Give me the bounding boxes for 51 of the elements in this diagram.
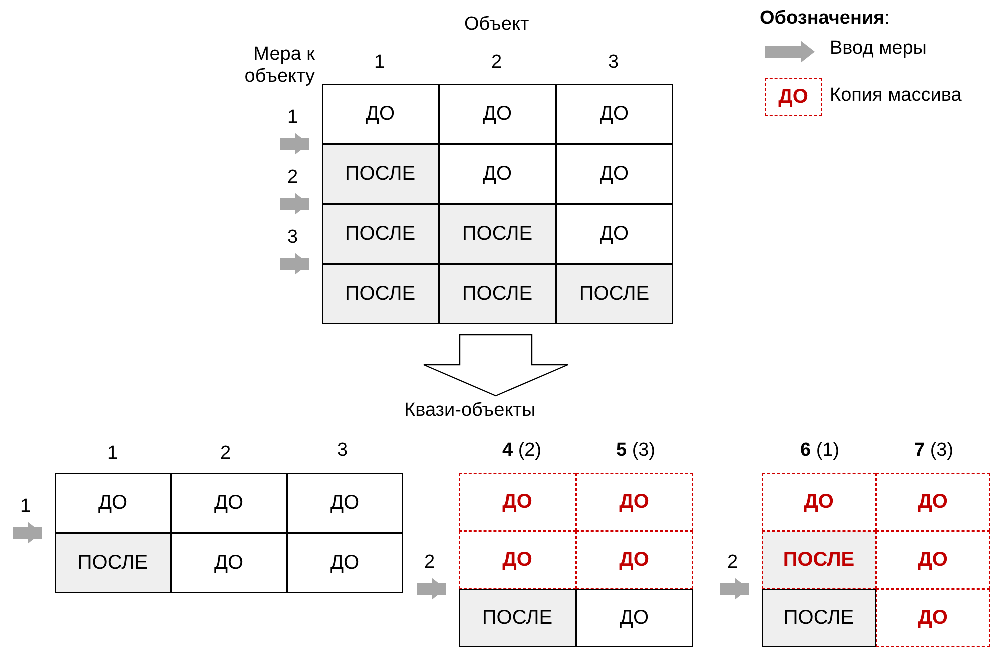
axis-title: Объект	[464, 14, 530, 36]
edge-label: 2	[424, 552, 436, 574]
column-number: 2	[492, 52, 502, 74]
axis-title: Мера к объекту	[244, 44, 315, 88]
edge-label: 2	[288, 167, 298, 189]
grid-cell: ДО	[55, 473, 171, 533]
grid-cell: ПОСЛЕ	[322, 264, 439, 324]
grid-cell: ДО	[171, 533, 287, 593]
legend-text: Ввод меры	[830, 38, 927, 60]
grid-cell: ДО	[459, 473, 576, 531]
column-number: 4 (2)	[502, 440, 542, 462]
edge-label: 3	[288, 227, 298, 249]
grid-cell: ДО	[439, 84, 556, 144]
grid-cell: ПОСЛЕ	[459, 589, 576, 647]
column-number: 5 (3)	[616, 440, 656, 462]
grid-cell: ПОСЛЕ	[439, 264, 556, 324]
edge-label: 1	[20, 496, 32, 518]
column-number: 2	[220, 443, 232, 465]
column-number: 1	[374, 52, 386, 74]
grid-cell: ДО	[556, 204, 673, 264]
edge-label: 2	[728, 552, 738, 574]
edge-label: 1	[288, 107, 298, 129]
grid-cell: ДО	[576, 531, 693, 589]
column-number: 1	[108, 443, 118, 465]
section-title: Квази-объекты	[404, 400, 536, 422]
grid-cell: ДО	[576, 473, 693, 531]
column-number: 3	[608, 52, 620, 74]
grid-cell: ПОСЛЕ	[762, 589, 876, 647]
legend-text: Копия массива	[830, 85, 962, 107]
grid-cell: ДО	[556, 84, 673, 144]
grid-cell: ДО	[876, 531, 990, 589]
legend-title: Обозначения:	[760, 8, 890, 30]
grid-cell: ДО	[439, 144, 556, 204]
column-number: 3	[338, 440, 348, 462]
grid-cell: ПОСЛЕ	[762, 531, 876, 589]
grid-cell: ПОСЛЕ	[322, 144, 439, 204]
grid-cell: ПОСЛЕ	[55, 533, 171, 593]
column-number: 7 (3)	[914, 440, 954, 462]
grid-cell: ПОСЛЕ	[322, 204, 439, 264]
grid-cell: ДО	[876, 473, 990, 531]
grid-cell: ДО	[322, 84, 439, 144]
grid-cell: ДО	[576, 589, 693, 647]
grid-cell: ДО	[287, 473, 403, 533]
legend-sample-box: ДО	[765, 78, 822, 116]
grid-cell: ПОСЛЕ	[439, 204, 556, 264]
grid-cell: ДО	[287, 533, 403, 593]
grid-cell: ПОСЛЕ	[556, 264, 673, 324]
grid-cell: ДО	[556, 144, 673, 204]
grid-cell: ДО	[876, 589, 990, 647]
grid-cell: ДО	[171, 473, 287, 533]
column-number: 6 (1)	[800, 440, 840, 462]
